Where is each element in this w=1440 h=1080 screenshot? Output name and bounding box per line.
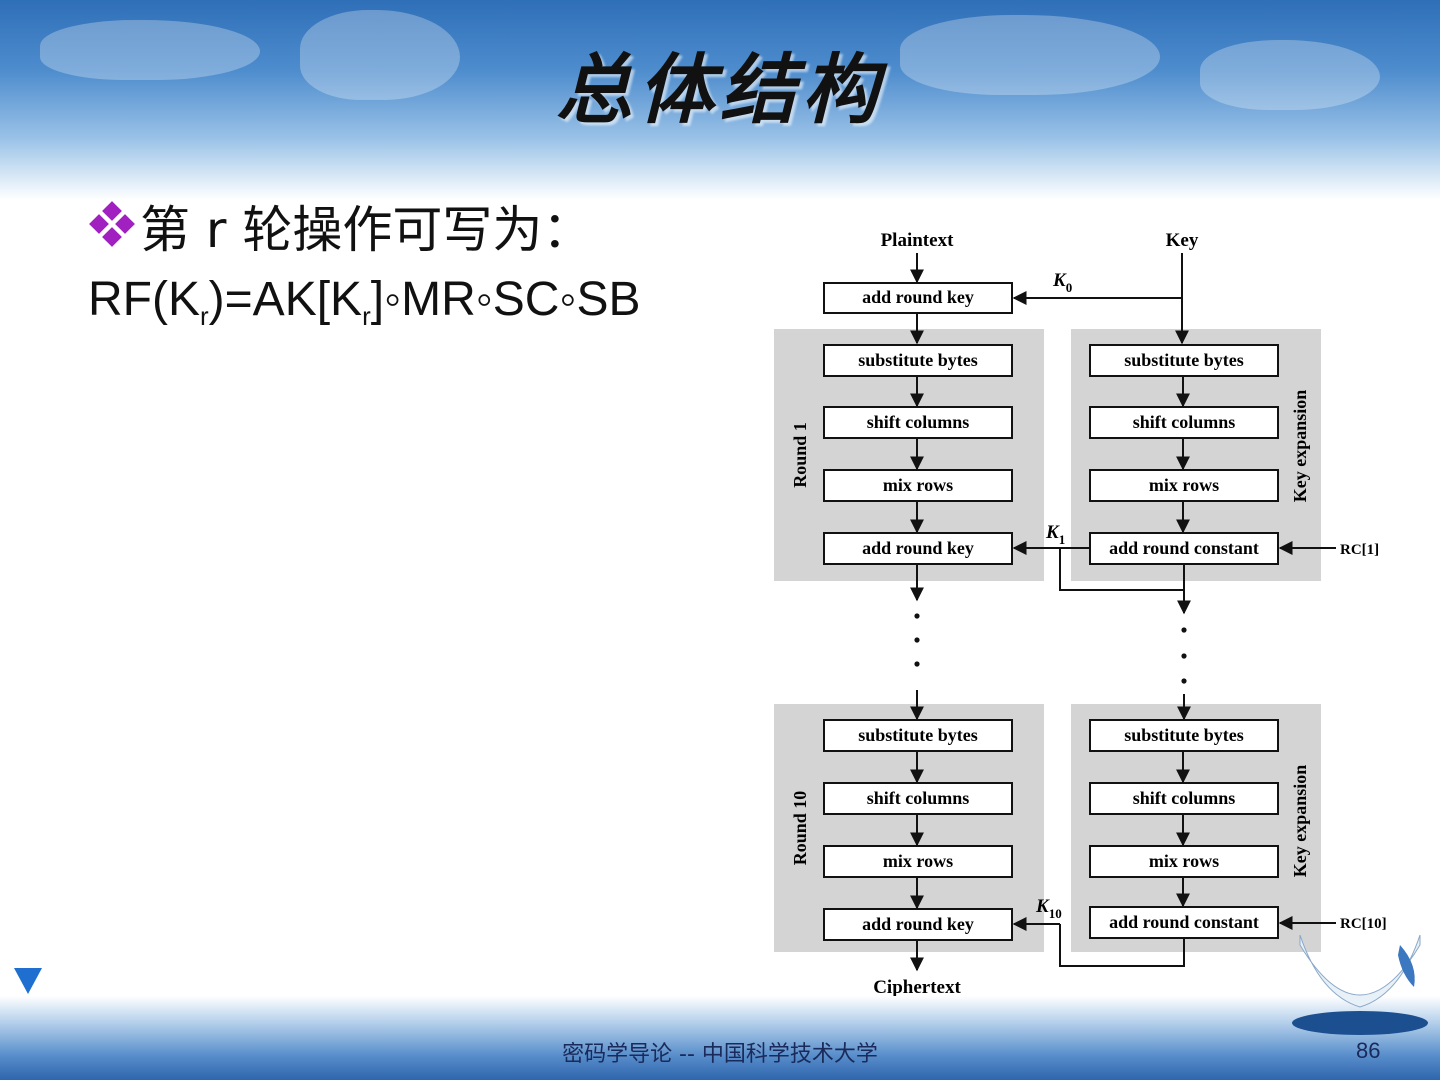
bullet-text: 第 r 轮操作可写为：	[140, 201, 593, 259]
round1-steps: substitute bytes shift columns mix rows …	[823, 344, 1013, 565]
svg-text:add round constant: add round constant	[1109, 538, 1259, 558]
round10-mix-rows-box	[823, 845, 1013, 878]
svg-text:add round constant: add round constant	[1109, 912, 1259, 932]
svg-text:substitute bytes: substitute bytes	[1124, 725, 1244, 745]
round1-label: Round 1	[790, 422, 810, 488]
svg-text:substitute bytes: substitute bytes	[1124, 350, 1244, 370]
slide-title: 总体结构	[556, 45, 884, 134]
svg-text:add round key: add round key	[862, 538, 974, 558]
globe-icon	[1292, 935, 1428, 1035]
svg-text:mix rows: mix rows	[883, 851, 953, 871]
bullet-line: 第 r 轮操作可写为：	[88, 190, 592, 262]
svg-text:mix rows: mix rows	[883, 475, 953, 495]
svg-text:substitute bytes: substitute bytes	[858, 350, 978, 370]
round10-steps: substitute bytes shift columns mix rows …	[823, 719, 1013, 941]
initial-add-round-key-text: add round key	[862, 287, 974, 307]
key10-add-round-constant-box	[1089, 906, 1279, 939]
ciphertext-label: Ciphertext	[873, 977, 961, 998]
key1-shift-columns-box	[1089, 406, 1279, 439]
aes-structure-diagram: Plaintext Key add round key K0 substitut…	[774, 230, 1387, 998]
diamond-bullet-icon	[88, 201, 136, 250]
round1-add-round-key-box	[823, 532, 1013, 565]
plaintext-label: Plaintext	[881, 230, 954, 251]
round10-add-round-key-box	[823, 908, 1013, 941]
k10-label: K10	[1035, 896, 1062, 921]
svg-text:shift columns: shift columns	[867, 412, 970, 432]
key1-mix-rows-box	[1089, 469, 1279, 502]
footer-text: 密码学导论 -- 中国科学技术大学	[562, 1042, 878, 1067]
key-label: Key	[1166, 230, 1199, 251]
key10-shift-columns-box	[1089, 782, 1279, 815]
round10-substitute-bytes-box	[823, 719, 1013, 752]
initial-add-round-key-box	[823, 282, 1013, 314]
key-expansion1-steps: substitute bytes shift columns mix rows …	[1089, 344, 1279, 565]
rc10-label: RC[10]	[1340, 916, 1387, 932]
svg-text:shift columns: shift columns	[867, 788, 970, 808]
round-function-formula: RF(Kr)=AK[Kr]◦MR◦SC◦SB	[88, 273, 641, 331]
key-expansion10-label: Key expansion	[1290, 765, 1310, 878]
nav-triangle-icon[interactable]	[14, 968, 42, 994]
svg-text:add round key: add round key	[862, 914, 974, 934]
footer-band	[0, 996, 1440, 1080]
key-expansion10-steps: substitute bytes shift columns mix rows …	[1089, 719, 1279, 939]
svg-text:mix rows: mix rows	[1149, 851, 1219, 871]
key10-substitute-bytes-box	[1089, 719, 1279, 752]
round1-substitute-bytes-box	[823, 344, 1013, 377]
key1-substitute-bytes-box	[1089, 344, 1279, 377]
k1-label: K1	[1045, 522, 1065, 547]
header-band	[0, 0, 1440, 200]
svg-text:shift columns: shift columns	[1133, 788, 1236, 808]
round10-label: Round 10	[790, 791, 810, 866]
rc1-label: RC[1]	[1340, 542, 1379, 558]
k0-label: K0	[1052, 270, 1072, 295]
page-number: 86	[1356, 1038, 1381, 1063]
key-expansion1-label: Key expansion	[1290, 390, 1310, 503]
svg-text:mix rows: mix rows	[1149, 475, 1219, 495]
ellipsis-dots	[914, 613, 1187, 684]
round10-shift-columns-box	[823, 782, 1013, 815]
svg-text:shift columns: shift columns	[1133, 412, 1236, 432]
svg-text:substitute bytes: substitute bytes	[858, 725, 978, 745]
